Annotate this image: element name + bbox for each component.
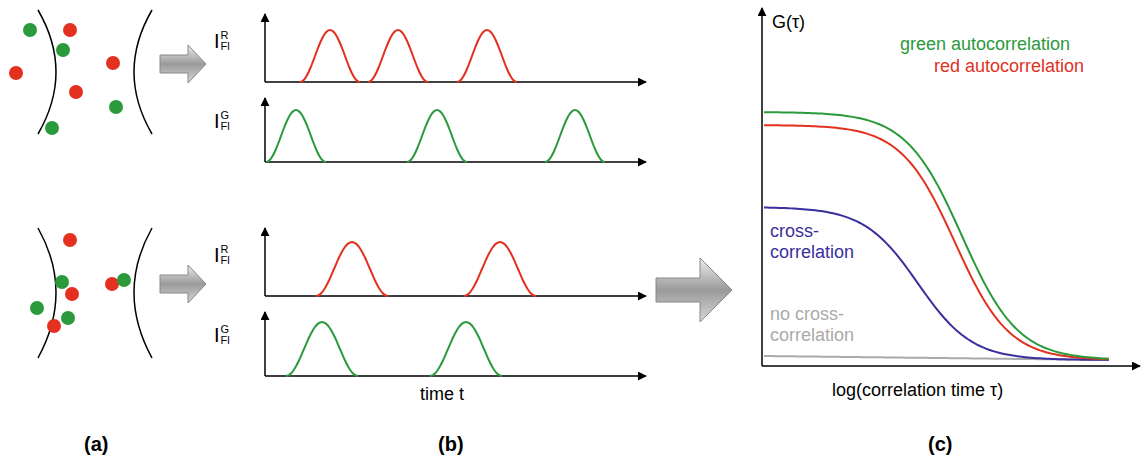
intensity-label: IGFl bbox=[214, 324, 230, 346]
molecule bbox=[23, 23, 37, 37]
intensity-pulses bbox=[266, 30, 605, 376]
molecule bbox=[117, 273, 131, 287]
molecule bbox=[109, 100, 123, 114]
intensity-pulse bbox=[286, 322, 358, 376]
intensity-label: IRFl bbox=[214, 30, 230, 52]
correlation-curve bbox=[764, 125, 1109, 359]
correlation-curve bbox=[764, 112, 1109, 358]
intensity-pulse bbox=[266, 110, 326, 162]
molecule bbox=[63, 233, 77, 247]
correlation-curve bbox=[764, 208, 1109, 360]
intensity-label: IGFl bbox=[214, 110, 230, 132]
intensity-pulse bbox=[316, 242, 388, 296]
block-arrow bbox=[160, 45, 732, 322]
axis-label: log(correlation time τ) bbox=[832, 380, 1003, 401]
molecule bbox=[45, 121, 59, 135]
axis-label: G(τ) bbox=[772, 12, 805, 33]
intensity-pulse bbox=[464, 242, 536, 296]
molecule bbox=[47, 319, 61, 333]
panel-label: (c) bbox=[928, 434, 952, 455]
curve-label: no cross- correlation bbox=[770, 304, 854, 346]
molecule bbox=[9, 66, 23, 80]
molecule bbox=[61, 311, 75, 325]
intensity-pulse bbox=[430, 322, 502, 376]
panel-label: (a) bbox=[84, 434, 108, 455]
molecule bbox=[105, 277, 119, 291]
axis-label: time t bbox=[420, 384, 464, 405]
molecule bbox=[63, 23, 77, 37]
curve-label: green autocorrelation bbox=[900, 34, 1070, 55]
panel-label: (b) bbox=[438, 434, 464, 455]
curve-label: cross- correlation bbox=[770, 221, 854, 263]
curve-label: red autocorrelation bbox=[934, 56, 1084, 77]
intensity-pulse bbox=[457, 30, 517, 82]
intensity-label: IRFl bbox=[214, 244, 230, 266]
molecule bbox=[69, 85, 83, 99]
focal-volume bbox=[38, 10, 152, 358]
correlation-curves bbox=[764, 112, 1109, 360]
axes bbox=[265, 8, 1140, 376]
intensity-pulse bbox=[407, 110, 467, 162]
molecule bbox=[65, 287, 79, 301]
intensity-pulse bbox=[368, 30, 428, 82]
molecule bbox=[55, 275, 69, 289]
intensity-pulse bbox=[300, 30, 360, 82]
molecule bbox=[30, 301, 44, 315]
molecules bbox=[9, 23, 131, 333]
molecule bbox=[56, 43, 70, 57]
intensity-pulse bbox=[545, 110, 605, 162]
molecule bbox=[106, 56, 120, 70]
